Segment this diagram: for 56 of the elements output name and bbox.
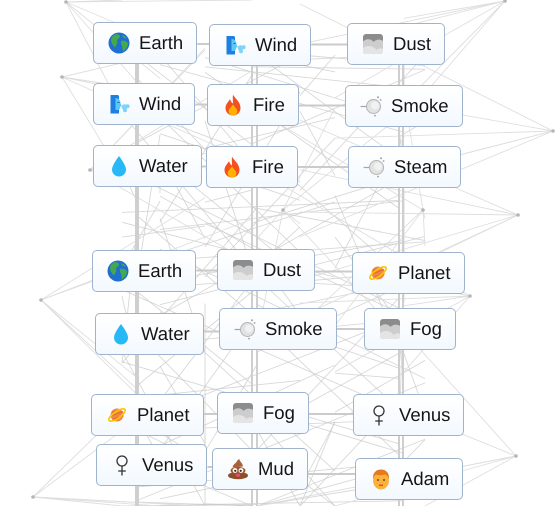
element-tile [217,249,316,291]
element-tile [209,24,312,66]
element-name: Earth [138,260,182,282]
element-name: Dust [263,259,302,281]
connector-line [336,328,364,330]
element-tile [348,146,462,188]
element-tile [345,85,463,127]
connector-line [315,270,352,272]
connector-line [311,44,347,46]
element-tile [93,83,196,125]
connector-line [204,330,219,332]
element-name: Planet [137,404,190,426]
connector-line [196,270,217,272]
element-tile [217,392,309,434]
connector-line [197,43,209,45]
element-tile [347,23,446,65]
element-tile [212,448,308,490]
connector-line [298,166,348,168]
element-name: Dust [393,33,432,55]
element-tile [355,458,464,500]
element-name: Smoke [265,318,323,340]
element-name: Adam [401,468,450,490]
element-name: Wind [255,34,298,56]
element-tile [91,394,204,436]
connector-line [308,413,353,415]
element-tile [93,22,198,64]
element-tile [93,145,202,187]
element-tile [92,250,196,292]
element-name: Smoke [391,95,449,117]
connector-line [207,466,212,468]
element-tile [206,146,298,188]
element-tile [352,252,465,294]
element-name: Venus [142,454,194,476]
connector-line [298,104,345,106]
element-tile [96,444,208,486]
connector-line [204,413,217,415]
element-name: Earth [139,32,184,54]
element-name: Planet [398,262,450,284]
element-tile [207,84,299,126]
connector-line [308,473,355,475]
element-name: Fog [263,402,295,424]
connector-line [195,104,207,106]
element-name: Mud [258,458,294,480]
element-tile [219,308,337,350]
element-tile [353,394,464,436]
element-name: Wind [139,93,182,115]
element-name: Venus [399,404,450,426]
element-tile [364,308,456,350]
element-name: Water [139,155,188,177]
element-name: Steam [394,156,448,178]
connector-line [202,166,206,168]
element-name: Water [141,323,190,345]
element-name: Fire [252,156,284,178]
element-tile [95,313,204,355]
element-name: Fog [410,318,442,340]
element-name: Fire [253,94,285,116]
